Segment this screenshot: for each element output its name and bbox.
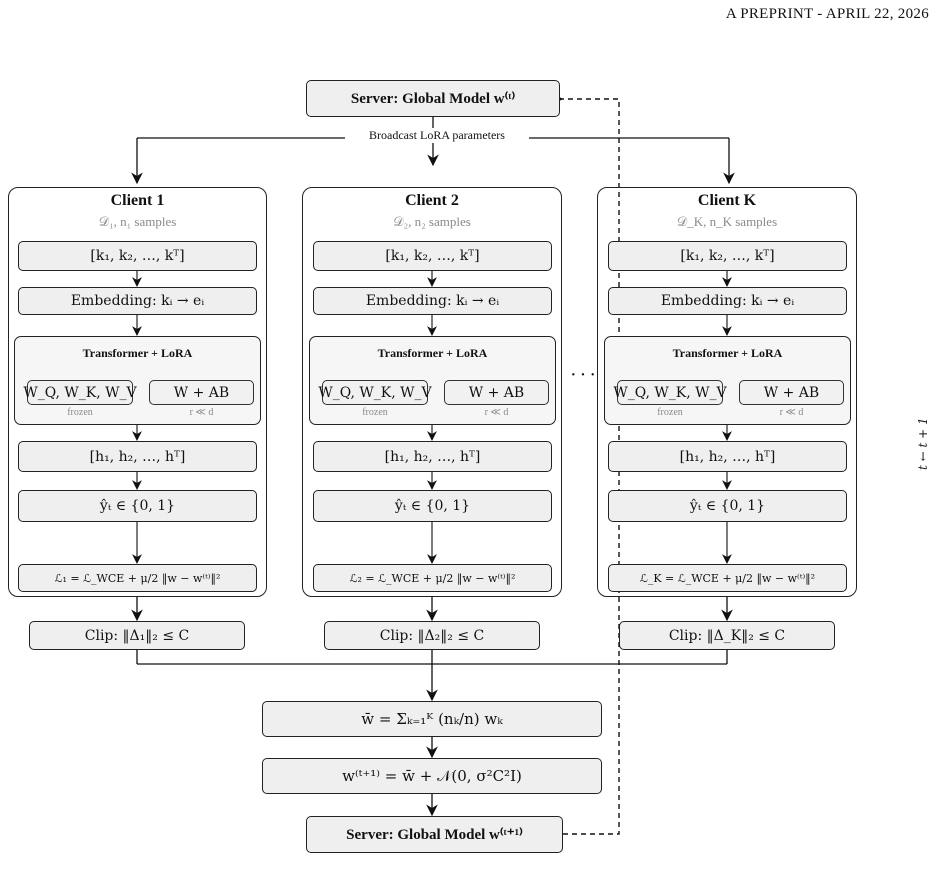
dp-noise-update: w⁽ᵗ⁺¹⁾ = w̄ + 𝒩(0, σ²C²I): [262, 758, 602, 794]
server-global-model-bottom: Server: Global Model w⁽ᵗ⁺¹⁾: [306, 816, 563, 853]
client-2-hidden: [h₁, h₂, …, hᵀ]: [313, 441, 552, 472]
client-k-lora-weights: W + AB: [739, 380, 844, 405]
client-2-frozen-label: frozen: [362, 407, 388, 418]
client-1-clip: Clip: ‖Δ₁‖₂ ≤ C: [29, 621, 245, 650]
round-update-label: t ← t + 1: [916, 417, 930, 470]
client-k-frozen-weights: W_Q, W_K, W_V: [613, 380, 727, 405]
client-2-clip: Clip: ‖Δ₂‖₂ ≤ C: [324, 621, 540, 650]
client-1-title: Client 1: [110, 192, 165, 209]
client-k-embedding: Embedding: kᵢ → eᵢ: [608, 287, 847, 315]
client-2-frozen-weights: W_Q, W_K, W_V: [318, 380, 432, 405]
client-1-loss: ℒ₁ = ℒ_WCE + μ/2 ‖w − w⁽ᵗ⁾‖²: [18, 564, 257, 592]
client-1-panel: [8, 187, 267, 597]
client-2-title: Client 2: [405, 192, 459, 209]
client-2-loss: ℒ₂ = ℒ_WCE + μ/2 ‖w − w⁽ᵗ⁾‖²: [313, 564, 552, 592]
client-2-prediction: ŷₜ ∈ {0, 1}: [313, 490, 552, 522]
client-1-tokens: [k₁, k₂, …, kᵀ]: [18, 241, 257, 271]
client-1-prediction: ŷₜ ∈ {0, 1}: [18, 490, 257, 522]
client-k-data: 𝒟_K, n_K samples: [676, 214, 778, 229]
weighted-aggregation: w̄ = Σₖ₌₁ᴷ (nₖ/n) wₖ: [262, 701, 602, 737]
client-1-rank-label: r ≪ d: [189, 407, 214, 418]
client-1-lora-weights: W + AB: [149, 380, 254, 405]
client-k-transformer-title: Transformer + LoRA: [672, 346, 783, 360]
client-k-prediction: ŷₜ ∈ {0, 1}: [608, 490, 847, 522]
client-1-hidden: [h₁, h₂, …, hᵀ]: [18, 441, 257, 472]
client-k-clip: Clip: ‖Δ_K‖₂ ≤ C: [619, 621, 835, 650]
client-1-transformer-title: Transformer + LoRA: [82, 346, 193, 360]
client-k-loss: ℒ_K = ℒ_WCE + μ/2 ‖w − w⁽ᵗ⁾‖²: [608, 564, 847, 592]
server-global-model-top: Server: Global Model w⁽ᵗ⁾: [306, 80, 560, 117]
client-1-frozen-weights: W_Q, W_K, W_V: [23, 380, 137, 405]
broadcast-label: Broadcast LoRA parameters: [345, 128, 529, 143]
client-k-panel: [597, 187, 857, 597]
client-2-panel: [302, 187, 562, 597]
client-k-rank-label: r ≪ d: [779, 407, 804, 418]
client-2-rank-label: r ≪ d: [484, 407, 509, 418]
client-1-frozen-label: frozen: [67, 407, 93, 418]
client-2-tokens: [k₁, k₂, …, kᵀ]: [313, 241, 552, 271]
client-2-lora-weights: W + AB: [444, 380, 549, 405]
client-1-data: 𝒟₁, n₁ samples: [98, 214, 177, 229]
client-k-tokens: [k₁, k₂, …, kᵀ]: [608, 241, 847, 271]
client-k-title: Client K: [697, 192, 757, 209]
page-header: A PREPRINT - APRIL 22, 2026: [725, 6, 929, 22]
client-k-hidden: [h₁, h₂, …, hᵀ]: [608, 441, 847, 472]
clients-ellipsis: ···: [570, 364, 599, 386]
client-2-embedding: Embedding: kᵢ → eᵢ: [313, 287, 552, 315]
client-2-transformer-title: Transformer + LoRA: [377, 346, 488, 360]
client-2-data: 𝒟₂, n₂ samples: [393, 214, 471, 229]
client-1-embedding: Embedding: kᵢ → eᵢ: [18, 287, 257, 315]
client-k-frozen-label: frozen: [657, 407, 683, 418]
